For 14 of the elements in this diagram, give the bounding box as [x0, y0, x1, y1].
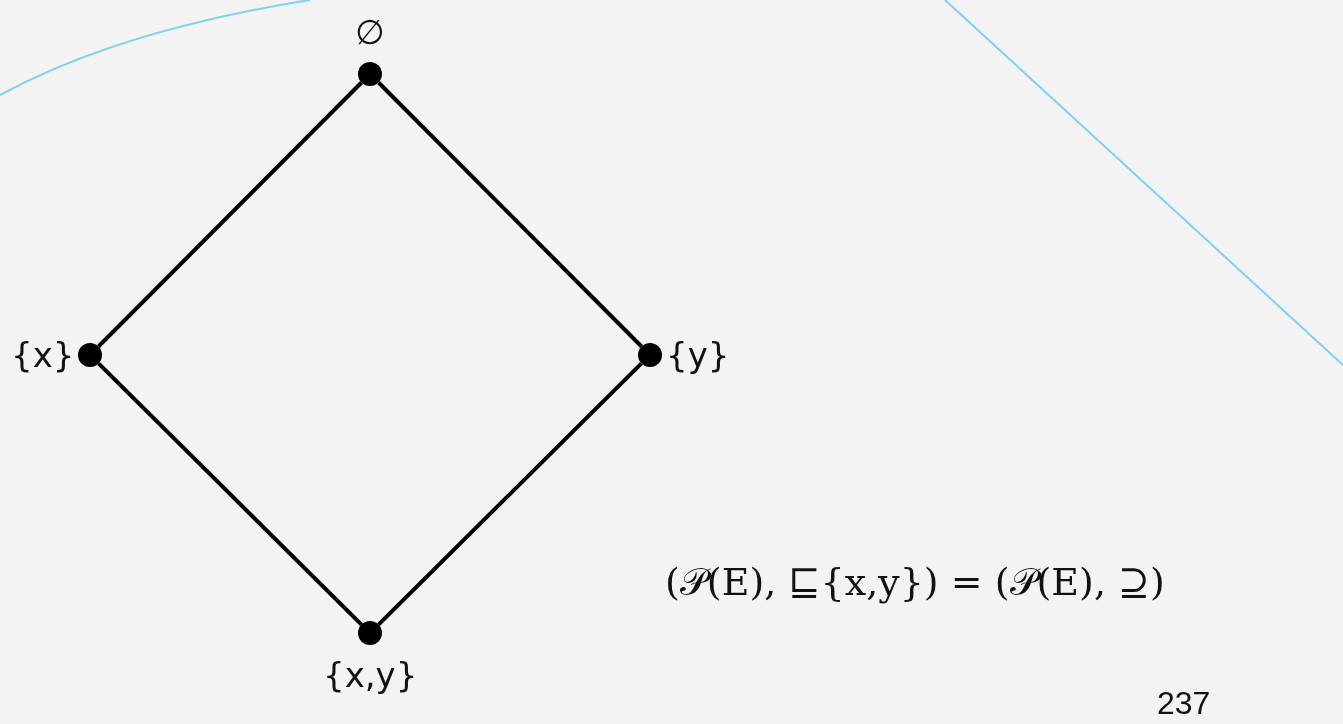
vertex-dot [358, 621, 382, 645]
line [97, 362, 363, 626]
set-label: {y} [666, 338, 730, 372]
set-label: ∅ [355, 15, 385, 49]
set-label: {x,y} [323, 658, 418, 692]
line [377, 81, 643, 348]
page-number: 237 [1157, 685, 1211, 722]
vertex-dot [78, 343, 102, 367]
vertex-dot [638, 343, 662, 367]
line [97, 81, 363, 348]
line [377, 362, 643, 626]
vertex-dot [358, 62, 382, 86]
set-label: {x} [11, 338, 75, 372]
formula: (𝒫(E), ⊑{x,y}) = (𝒫(E), ⊇) [665, 560, 1165, 605]
